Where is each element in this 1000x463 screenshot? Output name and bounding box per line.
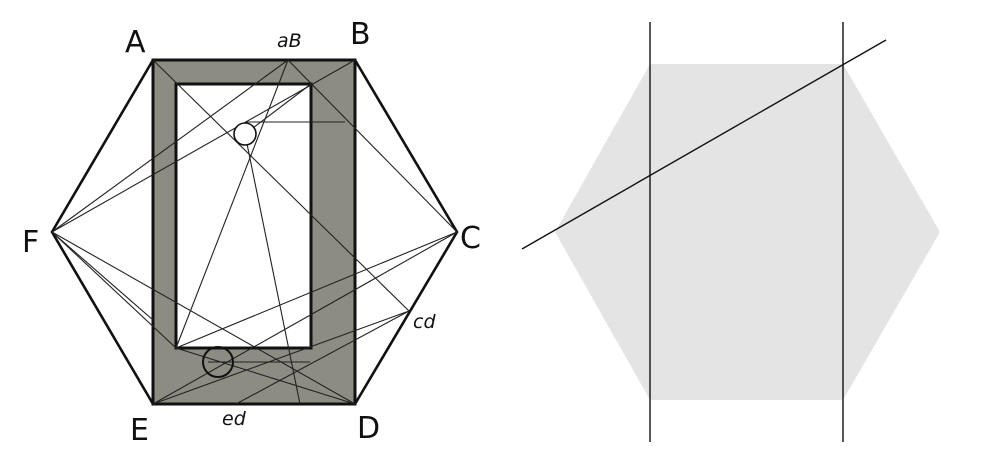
construction-lines: [51, 59, 458, 405]
line-F-to-ab: [51, 59, 289, 233]
vertex-label-F: F: [22, 225, 39, 260]
vertex-label-A: A: [125, 25, 146, 60]
shaded-rectangular-frame: [151, 58, 357, 406]
line-A-to-cd: [152, 59, 410, 312]
line-F-to-E-inner: [51, 231, 154, 321]
vertex-label-E: E: [130, 413, 149, 448]
line-C-to-inner-corner: [175, 231, 458, 349]
line-cd-to-ed: [235, 310, 410, 405]
line-F-to-inner-corner: [51, 231, 177, 349]
line-circle-to-ed: [244, 133, 301, 405]
grey-hexagon: [555, 64, 940, 400]
line-C-to-E: [152, 231, 458, 405]
left-hexagon-diagram: A B C D E F aB cd ed: [22, 17, 481, 448]
upper-small-circle: [233, 122, 257, 146]
line-ab-to-C: [287, 59, 458, 233]
right-hexagon-diagram: [521, 22, 940, 442]
vertex-label-C: C: [460, 221, 481, 256]
lower-small-circle: [202, 346, 234, 378]
line-inner-to-D: [175, 347, 356, 405]
point-label-cd: cd: [413, 311, 436, 333]
line-circle-to-ab: [244, 83, 312, 135]
diagonal-line: [521, 39, 887, 250]
line-cd-to-E: [152, 310, 410, 405]
point-label-ed: ed: [222, 408, 247, 430]
vertex-label-B: B: [350, 17, 371, 52]
vertex-label-D: D: [357, 411, 380, 446]
point-label-ab: aB: [277, 30, 302, 52]
line-F-to-D: [51, 231, 356, 405]
line-ab-to-inner: [175, 59, 289, 349]
